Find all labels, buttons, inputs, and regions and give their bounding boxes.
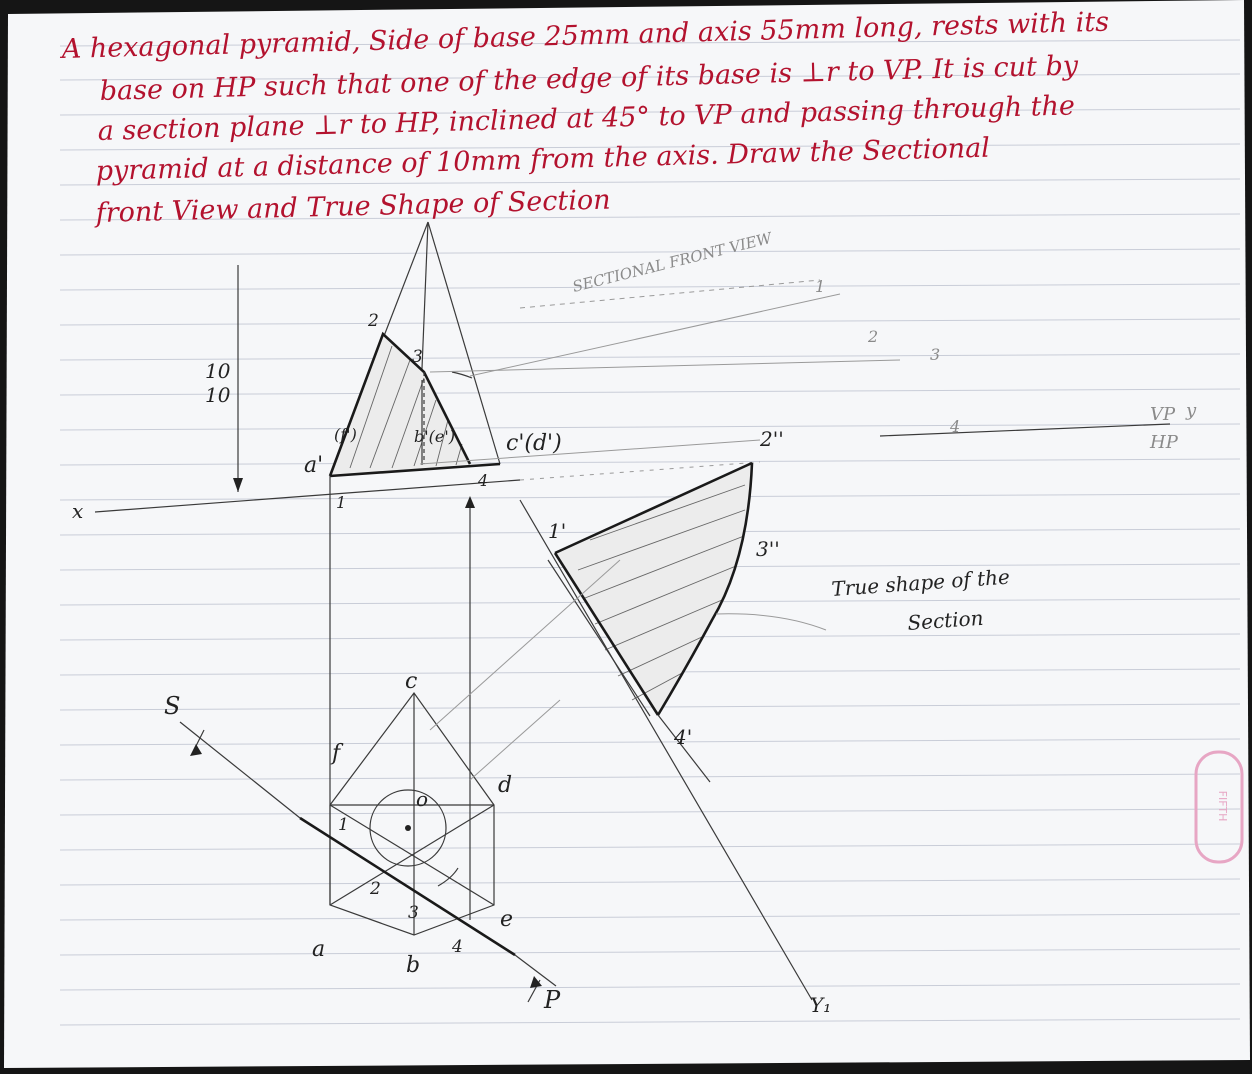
hp-label: HP xyxy=(1149,432,1179,453)
hatching-front xyxy=(349,345,463,469)
label-q1: 1 xyxy=(338,815,349,835)
label-q2: 2 xyxy=(369,879,381,899)
height-dimension: 10 10 xyxy=(205,265,243,492)
projector-diag-2 xyxy=(469,699,561,781)
base-line-front xyxy=(329,462,501,478)
true-shape-pointer xyxy=(715,613,827,631)
top-view-hexagon: c f d o a b e 1 2 3 4 S P xyxy=(164,669,561,1014)
proj-label-1: 1 xyxy=(815,277,825,296)
x1y1-line xyxy=(519,499,813,1001)
label-s: S xyxy=(164,692,180,720)
heading-guide xyxy=(519,279,821,309)
axis-point xyxy=(405,825,411,831)
label-o-top: o xyxy=(416,787,428,811)
label-f-prime: (f') xyxy=(334,425,357,444)
x-label: x xyxy=(72,499,83,523)
hatching-true xyxy=(577,484,746,701)
projector-diag xyxy=(429,559,621,731)
label-q4: 4 xyxy=(451,937,463,957)
label-p4: 4 xyxy=(477,471,488,490)
ruled-lines xyxy=(59,39,1241,1026)
dim-10-upper: 10 xyxy=(205,359,231,383)
true-label-1: 1' xyxy=(548,519,566,543)
label-p2: 2 xyxy=(367,311,379,331)
label-a-top: a xyxy=(312,937,325,962)
xy-line xyxy=(94,479,521,513)
label-p: P xyxy=(543,986,561,1014)
label-q3: 3 xyxy=(408,903,419,923)
rotation-arrow xyxy=(437,867,459,887)
xy-extension xyxy=(519,461,761,481)
arrow-note xyxy=(451,371,473,379)
stamp-text: FIFTH xyxy=(1216,791,1229,822)
true-label-2: 2'' xyxy=(759,427,784,451)
section-area-front xyxy=(330,334,470,476)
true-shape-section: 1' 2'' 3'' 4' xyxy=(547,427,784,783)
label-p1: 1 xyxy=(336,493,346,512)
y1-label: Y₁ xyxy=(810,993,831,1017)
section-plane-line xyxy=(299,816,516,957)
front-view-pyramid: a' (f') b'(e') c'(d') 2 3 1 4 xyxy=(304,221,562,512)
true-shape-note-2: Section xyxy=(907,606,985,635)
label-c-prime: c'(d') xyxy=(506,431,562,456)
true-shape-edge xyxy=(553,552,660,716)
proj-label-3: 3 xyxy=(930,345,940,364)
page-stamp: FIFTH xyxy=(1194,750,1244,864)
vp-label: VP xyxy=(1150,404,1176,425)
section-outline-front xyxy=(328,331,472,477)
label-d-top: d xyxy=(498,773,512,798)
label-p3: 3 xyxy=(412,347,423,367)
label-b-prime: b'(e') xyxy=(414,427,455,446)
label-e-top: e xyxy=(500,907,513,932)
label-a-prime: a' xyxy=(304,453,323,478)
true-shape-projectors: 1 2 3 4 xyxy=(419,277,960,465)
true-label-3: 3'' xyxy=(756,537,780,561)
label-c-top: c xyxy=(405,669,417,694)
label-b-top: b xyxy=(406,953,420,978)
dim-10-lower: 10 xyxy=(205,383,231,407)
x1y1-reference xyxy=(879,423,1171,437)
proj-label-2: 2 xyxy=(867,327,878,346)
true-shape-outline xyxy=(554,461,754,716)
true-shape-area xyxy=(555,463,752,715)
base-circle xyxy=(369,789,447,867)
proj-label-4: 4 xyxy=(949,417,960,436)
true-label-4: 4' xyxy=(673,725,692,749)
y-label: y xyxy=(1185,400,1197,421)
